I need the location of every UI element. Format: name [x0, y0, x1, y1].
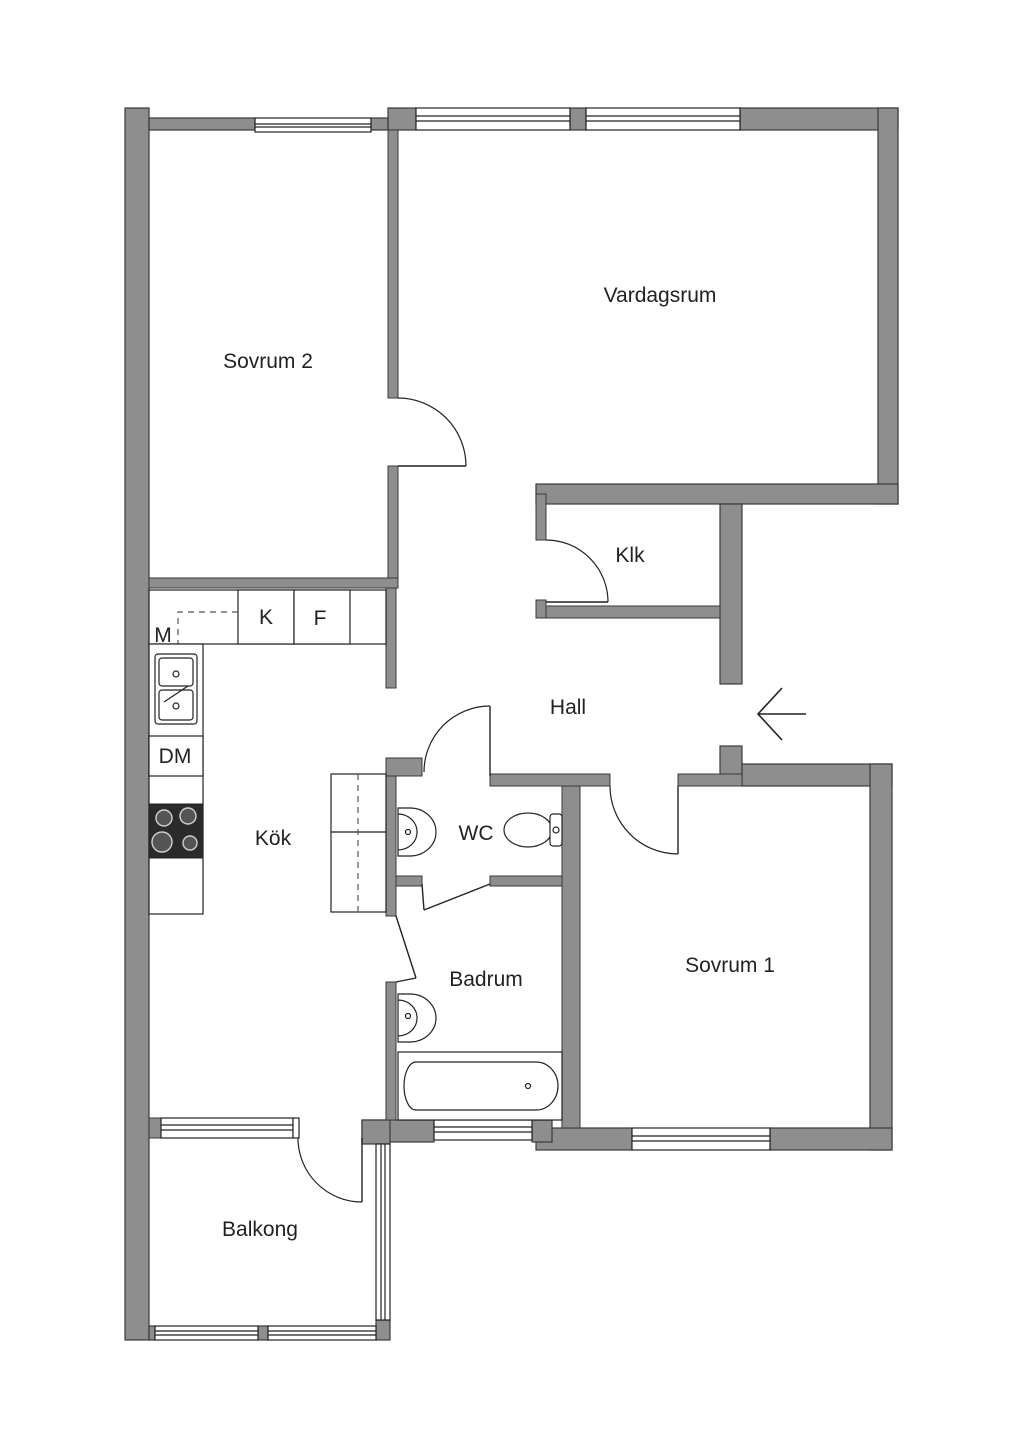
door-bath	[395, 915, 417, 979]
wall-klk-bottom	[545, 605, 721, 619]
door-klk-arc	[545, 539, 609, 603]
label-kok: Kök	[255, 827, 292, 850]
label-sovrum2: Sovrum 2	[223, 350, 313, 373]
wall-s1-right	[869, 763, 893, 1151]
label-dm: DM	[159, 745, 192, 768]
toilet-bowl	[503, 812, 553, 848]
wall-top-left	[148, 117, 256, 131]
wall-entrance-lower	[719, 745, 743, 777]
wall-balcony-right-bottom	[375, 1319, 391, 1341]
entrance-arrow-icon	[756, 687, 806, 741]
window-bath-bottom	[433, 1119, 533, 1141]
room-labels: Vardagsrum Sovrum 2 Klk Hall Kök WC Badr…	[222, 284, 775, 1241]
toilet-tank	[549, 813, 563, 847]
microwave-dash	[177, 611, 238, 646]
wall-s2-bottom	[148, 577, 399, 589]
wall-step-vertical	[719, 503, 743, 685]
dishwasher-box	[148, 735, 204, 777]
wall-wc-top-left	[385, 757, 423, 777]
windows	[154, 107, 771, 1341]
appliance-labels: K F M DM	[154, 606, 326, 768]
freezer-f-box	[293, 589, 351, 645]
bath-fixtures	[397, 807, 563, 1121]
door-wc-arc	[423, 705, 491, 773]
label-sovrum1: Sovrum 1	[685, 954, 775, 977]
burner-icon	[155, 809, 173, 827]
wall-klk-left-bottom	[535, 599, 547, 619]
window-vardagsrum-2	[585, 107, 741, 131]
window-kitchen-balcony	[160, 1117, 294, 1139]
label-f: F	[314, 607, 327, 630]
window-balcony-bottom-1	[154, 1325, 259, 1341]
label-balkong: Balkong	[222, 1218, 298, 1241]
label-badrum: Badrum	[449, 968, 523, 991]
wall-kitchen-hall	[385, 587, 397, 689]
wall-bath-bottom-b	[531, 1119, 553, 1143]
inner-walls	[148, 129, 743, 1129]
wall-wc-left	[385, 775, 397, 917]
doors	[297, 397, 679, 1203]
wall-wc-top-right	[489, 773, 611, 787]
fridge-k-box	[237, 589, 295, 645]
label-wc: WC	[459, 822, 494, 845]
door-wc-bath	[421, 883, 425, 911]
wall-s2-right-bottom	[387, 465, 399, 587]
wall-balcony-bottom	[148, 1325, 156, 1341]
label-vardagsrum: Vardagsrum	[604, 284, 717, 307]
wall-kitchen-bottom	[148, 1117, 162, 1139]
door-s1-arc	[609, 785, 679, 855]
wall-top-left-b	[370, 117, 389, 131]
wall-left	[124, 107, 150, 1341]
wall-klk-left-top	[535, 493, 547, 541]
wall-balcony-bottom-mid	[257, 1325, 269, 1341]
wall-wc-bath-left	[395, 875, 423, 887]
window-s1-bottom	[631, 1127, 771, 1151]
door-balcony-arc	[297, 1137, 363, 1203]
label-klk: Klk	[615, 544, 645, 567]
wall-top-right-c	[739, 107, 899, 131]
wall-wc-right	[561, 785, 581, 1129]
window-vardagsrum-1	[415, 107, 571, 131]
wall-top-right-a	[387, 107, 417, 131]
label-k: K	[259, 606, 273, 629]
label-m: M	[154, 624, 172, 647]
window-balcony-right	[375, 1143, 391, 1321]
wall-step-top	[535, 483, 899, 505]
wall-wc-top-far	[677, 773, 743, 787]
kitchen-fixtures	[148, 589, 387, 915]
wall-top-right-b	[569, 107, 587, 131]
label-hall: Hall	[550, 696, 586, 719]
wall-bath-left	[385, 981, 397, 1121]
wall-s1-bottom-b	[769, 1127, 893, 1151]
window-s2-top	[254, 117, 372, 133]
wall-wc-bath-right	[489, 875, 563, 887]
wall-s2-right-top	[387, 129, 399, 399]
wall-right-upper	[877, 107, 899, 505]
outer-walls	[124, 107, 899, 1341]
door-s2-arc	[397, 397, 467, 467]
window-balcony-bottom-2	[267, 1325, 377, 1341]
wall-balcony-right-top	[361, 1119, 391, 1145]
